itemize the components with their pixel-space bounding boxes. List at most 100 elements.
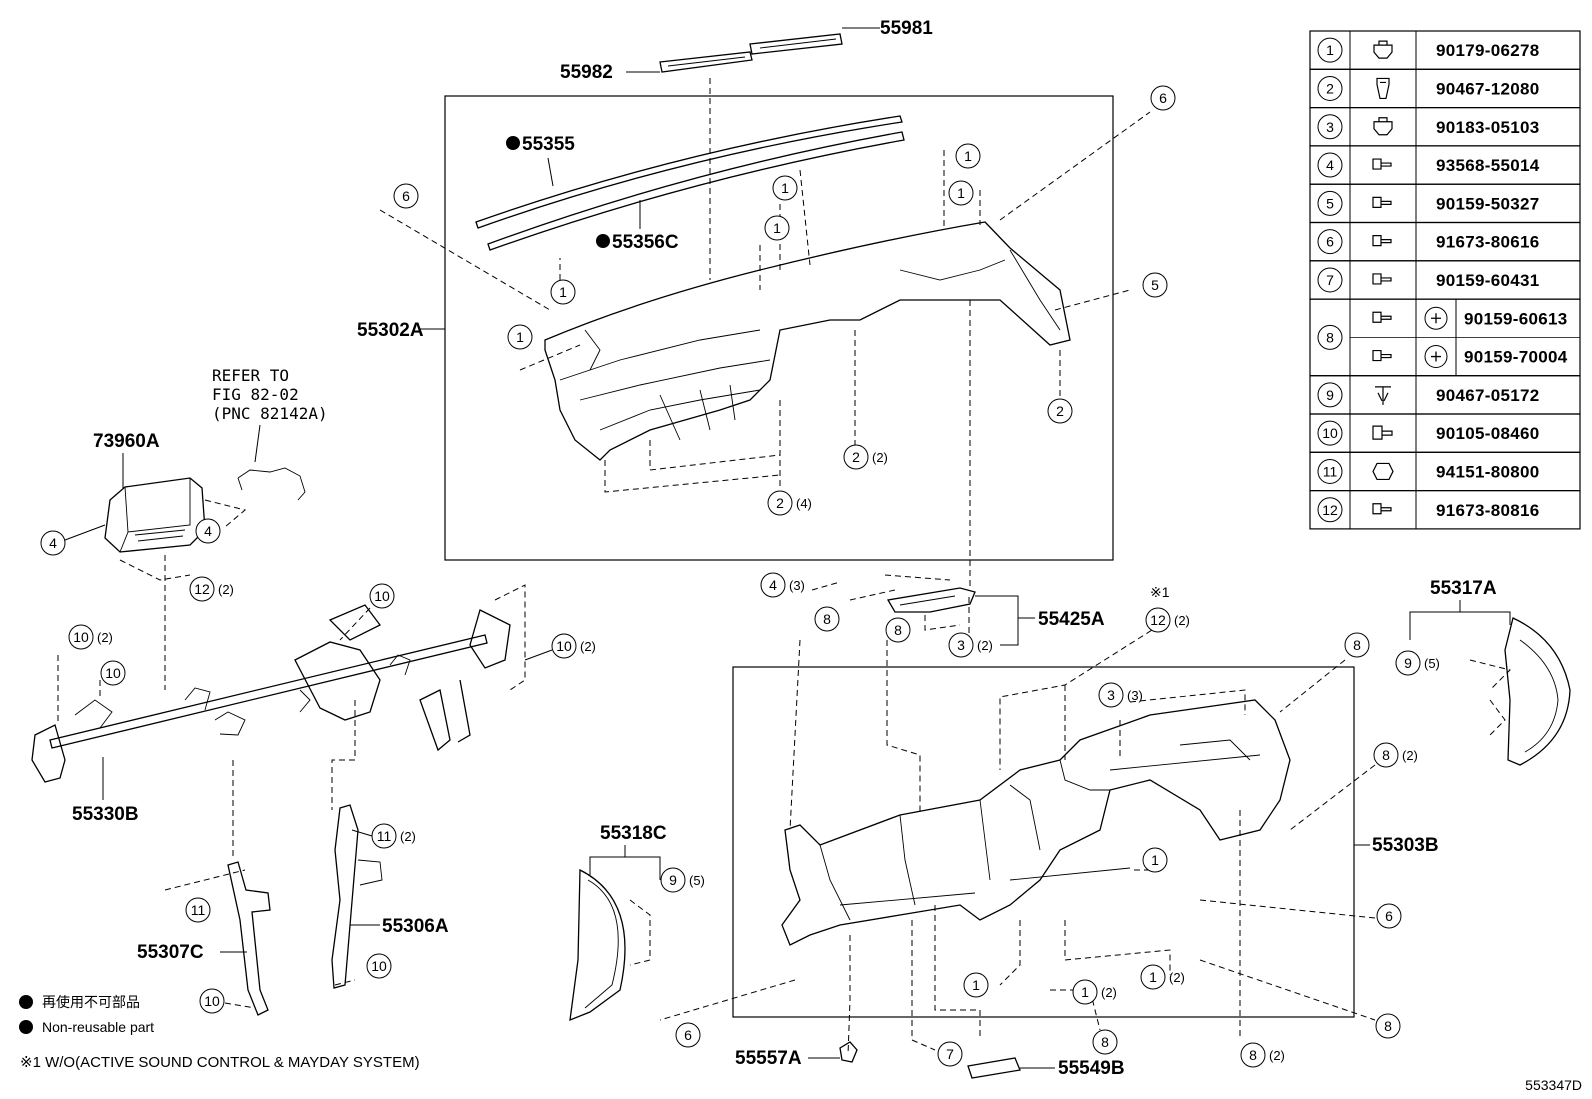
quantity: (2) [1174, 613, 1190, 628]
svg-text:(PNC 82142A): (PNC 82142A) [212, 404, 328, 423]
part-label-55557A: 55557A [735, 1048, 802, 1069]
nonreusable-marker [19, 1020, 33, 1034]
svg-text:4: 4 [769, 577, 777, 593]
steering-support-part [31, 604, 511, 783]
svg-text:10: 10 [556, 638, 572, 654]
fastener-row [1309, 490, 1581, 530]
callout: 4 [40, 530, 66, 556]
defroster-nozzle-part [659, 33, 843, 73]
fastener-ref-circle [1317, 497, 1343, 523]
svg-text:12: 12 [1150, 612, 1166, 628]
screw-icon [1372, 235, 1392, 247]
screw-icon [1372, 196, 1392, 208]
fastener-ref: 12 [1322, 502, 1338, 518]
callout: 9 [660, 867, 686, 893]
legend-nonreusable-jp: 再使用不可部品 [42, 994, 140, 1010]
callout: 11 [371, 823, 397, 849]
nonreusable-marker [506, 136, 520, 150]
part-label-55317A: 55317A [1430, 578, 1497, 599]
fastener-ref: 3 [1326, 119, 1334, 135]
svg-text:2: 2 [852, 449, 860, 465]
screw-icon [1372, 503, 1392, 515]
svg-text:3: 3 [957, 637, 965, 653]
callout: 8 [1240, 1042, 1266, 1068]
callout: 6 [393, 183, 419, 209]
legend-nonreusable-en: Non-reusable part [42, 1019, 154, 1035]
fastener-part-number: 90159-50327 [1436, 194, 1540, 213]
svg-text:6: 6 [684, 1027, 692, 1043]
quantity: (2) [218, 582, 234, 597]
fastener-part-number: 90159-60431 [1436, 271, 1540, 290]
part-label-55306A: 55306A [382, 916, 449, 937]
svg-text:8: 8 [1249, 1047, 1257, 1063]
svg-text:1: 1 [1149, 969, 1157, 985]
quantity: (2) [97, 630, 113, 645]
fastener-part-number: 90467-12080 [1436, 79, 1540, 98]
svg-text:12: 12 [194, 581, 210, 597]
fastener-part-number: 90179-06278 [1436, 41, 1540, 60]
svg-text:1: 1 [559, 284, 567, 300]
fastener-ref-circle [1317, 458, 1343, 484]
fastener-ref: 2 [1326, 80, 1334, 96]
fastener-ref-circle [1317, 190, 1343, 216]
diagram-id: 553347D [1525, 1077, 1582, 1093]
callout: 1 [550, 279, 576, 305]
fastener-part-number: 90467-05172 [1436, 386, 1540, 405]
group-box-reinforcement [732, 666, 1355, 1018]
quantity: (3) [789, 578, 805, 593]
svg-text:10: 10 [73, 629, 89, 645]
quantity: (2) [400, 829, 416, 844]
svg-text:REFER TO: REFER TO [212, 366, 289, 385]
svg-text:10: 10 [371, 958, 387, 974]
callout: 1 [963, 972, 989, 998]
brace-part [331, 804, 383, 989]
note-mark: ※1 [1150, 584, 1170, 600]
callout: 1 [1072, 979, 1098, 1005]
fastener-ref: 1 [1326, 42, 1334, 58]
reference-note: REFER TO FIG 82-02 (PNC 82142A) [212, 366, 328, 423]
screw-icon [1372, 311, 1392, 323]
svg-text:1: 1 [516, 329, 524, 345]
quantity: (2) [1269, 1048, 1285, 1063]
part-label-73960A: 73960A [93, 431, 160, 452]
instrument-panel-part [544, 221, 1071, 461]
screw-icon [1372, 349, 1392, 362]
svg-text:1: 1 [964, 148, 972, 164]
svg-text:6: 6 [1159, 90, 1167, 106]
clip-part [839, 1041, 858, 1063]
callout: 10 [68, 624, 94, 650]
side-panel-part [1504, 617, 1571, 766]
quantity: (4) [796, 496, 812, 511]
svg-text:1: 1 [1151, 852, 1159, 868]
svg-text:6: 6 [402, 188, 410, 204]
part-label-55307C: 55307C [137, 942, 204, 963]
svg-text:6: 6 [1385, 908, 1393, 924]
callout: 3 [1098, 682, 1124, 708]
side-panel-part [569, 868, 626, 1022]
svg-text:3: 3 [1107, 687, 1115, 703]
svg-text:1: 1 [972, 977, 980, 993]
svg-text:1: 1 [773, 220, 781, 236]
screw-icon [1372, 273, 1392, 285]
part-label-55981: 55981 [880, 18, 933, 39]
legend-footnote: ※1 W/O(ACTIVE SOUND CONTROL & MAYDAY SYS… [20, 1054, 420, 1071]
part-label-55330B: 55330B [72, 804, 139, 825]
fastener-part-number: 91673-80816 [1436, 501, 1540, 520]
callout: 2 [843, 444, 869, 470]
part-label-55303B: 55303B [1372, 835, 1439, 856]
fastener-ref-circle [1317, 114, 1343, 140]
svg-text:5: 5 [1151, 277, 1159, 293]
fastener-part-number: 93568-55014 [1436, 156, 1540, 175]
clip-icon [1376, 77, 1390, 100]
part-label-55549B: 55549B [1058, 1058, 1125, 1079]
group-box-instrument-panel [444, 95, 1114, 561]
fastener-part-number: 90159-60613 [1464, 309, 1568, 328]
callout: 5 [1142, 272, 1168, 298]
fastener-ref: 6 [1326, 234, 1334, 250]
callout: 4 [195, 518, 221, 544]
fastener-part-number: 91673-80616 [1436, 233, 1540, 252]
callout: 10 [551, 633, 577, 659]
quantity: (5) [1424, 656, 1440, 671]
callout: 2 [1047, 398, 1073, 424]
